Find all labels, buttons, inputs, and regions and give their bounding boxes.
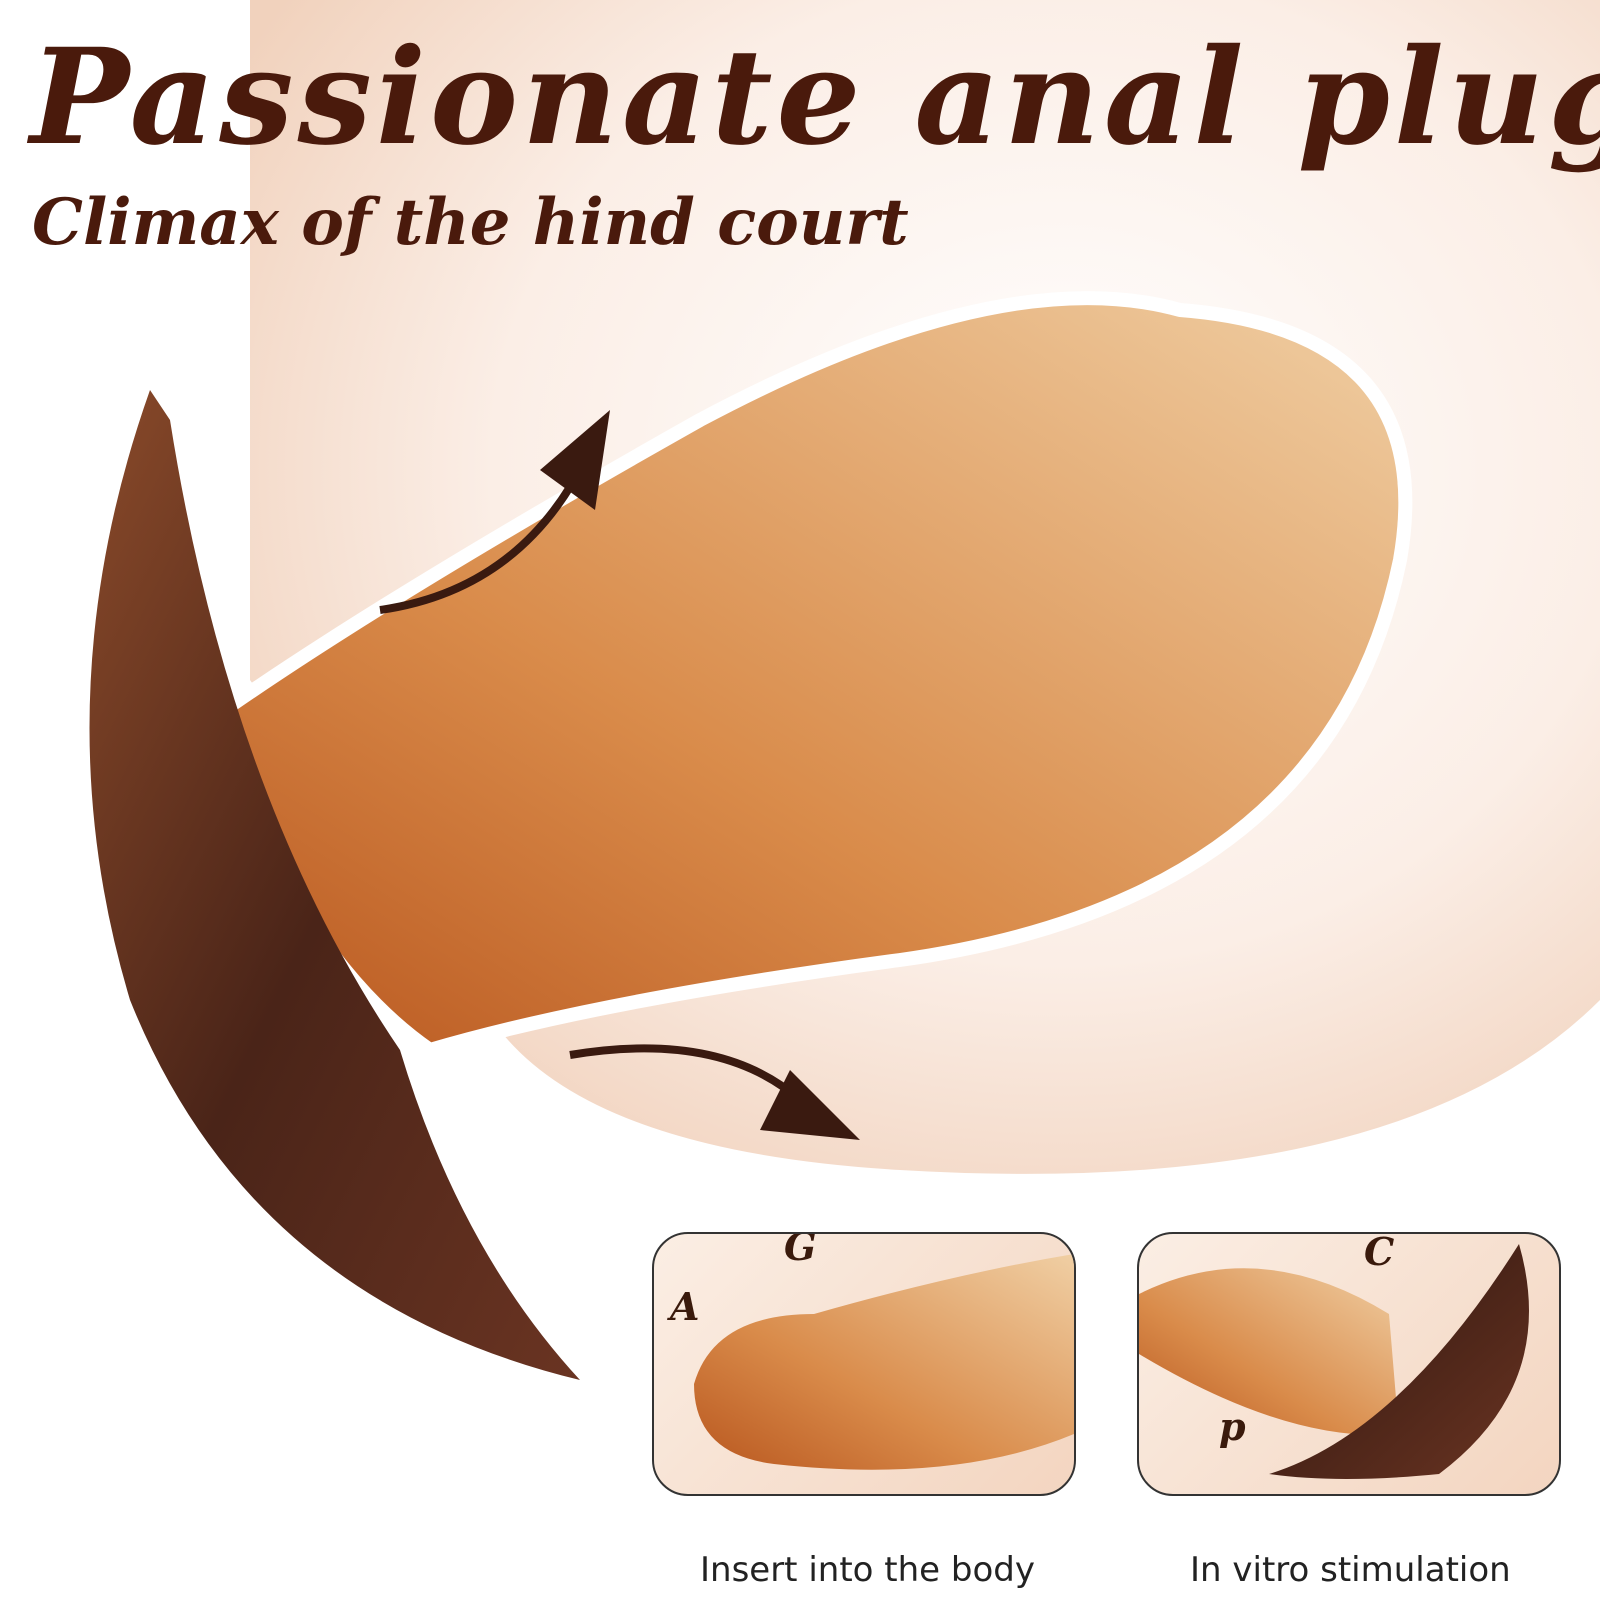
label-c: C bbox=[1364, 1232, 1395, 1274]
label-g: G bbox=[784, 1232, 817, 1269]
label-p: p bbox=[1219, 1404, 1246, 1449]
page-subtitle: Climax of the hind court bbox=[32, 185, 909, 260]
arrow-down-icon bbox=[569, 1044, 803, 1104]
inset-insert-illustration: A G bbox=[652, 1232, 1076, 1496]
label-a: A bbox=[670, 1284, 700, 1329]
caption-external: In vitro stimulation bbox=[1190, 1550, 1511, 1590]
inset-external-illustration: C p bbox=[1137, 1232, 1561, 1496]
inset-product-image bbox=[1139, 1244, 1529, 1479]
arrow-up-icon bbox=[379, 458, 589, 614]
product-base bbox=[89, 390, 580, 1380]
product-body bbox=[201, 291, 1413, 1058]
caption-insert: Insert into the body bbox=[700, 1550, 1035, 1590]
inset-product-image bbox=[694, 1254, 1074, 1470]
page-title: Passionate anal plug bbox=[30, 20, 1600, 175]
